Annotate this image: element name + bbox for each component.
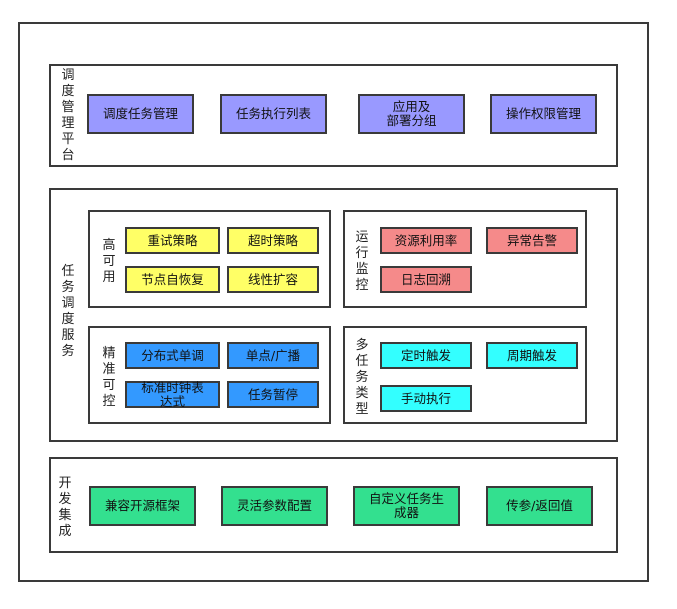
timed-trigger-box[interactable]: 定时触发: [380, 342, 472, 369]
manual-execution-box[interactable]: 手动执行: [380, 385, 472, 412]
precise-control-label: 精准可控: [102, 346, 116, 409]
timeout-strategy-box[interactable]: 超时策略: [227, 227, 319, 254]
precise-control-group: [88, 326, 331, 424]
log-trace-box[interactable]: 日志回溯: [380, 266, 472, 293]
monitoring-group: [343, 210, 587, 308]
linear-scaling-box[interactable]: 线性扩容: [227, 266, 319, 293]
standard-clock-expression-box[interactable]: 标准时钟表 达式: [125, 380, 220, 408]
platform-item-app-deploy-group[interactable]: 应用及 部署分组: [358, 94, 465, 134]
resource-utilization-box[interactable]: 资源利用率: [380, 227, 472, 254]
flexible-parameter-config-box[interactable]: 灵活参数配置: [221, 486, 328, 526]
single-point-broadcast-box[interactable]: 单点/广播: [227, 342, 319, 369]
compatible-open-source-box[interactable]: 兼容开源框架: [89, 486, 196, 526]
retry-strategy-box[interactable]: 重试策略: [125, 227, 220, 254]
param-return-value-box[interactable]: 传参/返回值: [486, 486, 593, 526]
distributed-single-dispatch-box[interactable]: 分布式单调: [125, 342, 220, 369]
high-availability-group: [88, 210, 331, 308]
platform-label: 调度管理平台: [61, 68, 75, 163]
dev-label: 开发集成: [58, 476, 72, 539]
periodic-trigger-box[interactable]: 周期触发: [486, 342, 578, 369]
platform-item-permission-management[interactable]: 操作权限管理: [490, 94, 597, 134]
node-self-recovery-box[interactable]: 节点自恢复: [125, 266, 220, 293]
high-availability-label: 高可用: [102, 238, 116, 285]
service-label: 任务调度服务: [61, 264, 75, 359]
monitoring-label: 运行监控: [355, 230, 369, 293]
custom-task-generator-box[interactable]: 自定义任务生 成器: [353, 486, 460, 526]
task-pause-box[interactable]: 任务暂停: [227, 381, 319, 408]
platform-item-execution-list[interactable]: 任务执行列表: [220, 94, 327, 134]
platform-item-task-management[interactable]: 调度任务管理: [87, 94, 194, 134]
exception-alert-box[interactable]: 异常告警: [486, 227, 578, 254]
task-types-label: 多任务类型: [355, 338, 369, 417]
